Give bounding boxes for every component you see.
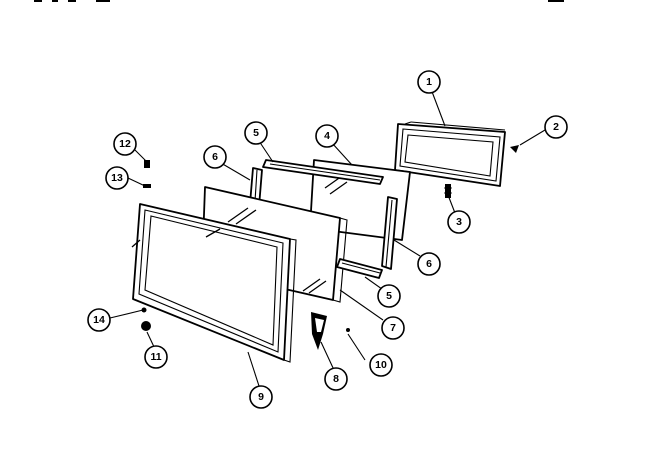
callout-9: 9 xyxy=(249,385,273,409)
callout-13: 13 xyxy=(105,166,129,190)
callout-4-label: 4 xyxy=(324,130,330,142)
part-channel-bottom xyxy=(336,258,383,279)
part-screw xyxy=(510,145,519,153)
callout-1-label: 1 xyxy=(426,76,432,88)
part-small-screw xyxy=(346,328,350,332)
part-bottom-pin xyxy=(141,307,151,331)
callout-10: 10 xyxy=(369,353,393,377)
part-channel-top xyxy=(262,159,384,185)
callout-3: 3 xyxy=(447,210,471,234)
callout-12-label: 12 xyxy=(119,138,131,150)
callout-8: 8 xyxy=(324,367,348,391)
callout-6-right-label: 6 xyxy=(426,258,432,270)
callout-7: 7 xyxy=(381,316,405,340)
callout-10-label: 10 xyxy=(375,359,387,371)
part-window-frame xyxy=(394,121,506,187)
callout-6-right: 6 xyxy=(417,252,441,276)
part-side-strip-right xyxy=(381,196,398,270)
callout-5-bottom: 5 xyxy=(377,284,401,308)
callout-5-top-label: 5 xyxy=(253,127,259,139)
part-hinge xyxy=(311,312,327,350)
callout-2-label: 2 xyxy=(553,121,559,133)
callout-14-label: 14 xyxy=(93,314,105,326)
callout-11: 11 xyxy=(144,345,168,369)
callout-14: 14 xyxy=(87,308,111,332)
callout-2: 2 xyxy=(544,115,568,139)
callout-9-label: 9 xyxy=(258,391,264,403)
callout-6-left-label: 6 xyxy=(212,151,218,163)
part-top-pin xyxy=(143,160,151,188)
callout-5-bottom-label: 5 xyxy=(386,290,392,302)
callout-11-label: 11 xyxy=(150,351,161,363)
cropped-header-marks xyxy=(34,0,564,2)
callout-1: 1 xyxy=(417,70,441,94)
callout-7-label: 7 xyxy=(390,322,396,334)
callout-13-label: 13 xyxy=(111,172,123,184)
callout-3-label: 3 xyxy=(456,216,462,228)
callout-4: 4 xyxy=(315,124,339,148)
callout-5-top: 5 xyxy=(244,121,268,145)
leader-lines xyxy=(109,88,546,387)
part-outer-door xyxy=(131,203,297,363)
callout-8-label: 8 xyxy=(333,373,339,385)
callout-6-left: 6 xyxy=(203,145,227,169)
callout-12: 12 xyxy=(113,132,137,156)
part-clip xyxy=(444,184,452,198)
